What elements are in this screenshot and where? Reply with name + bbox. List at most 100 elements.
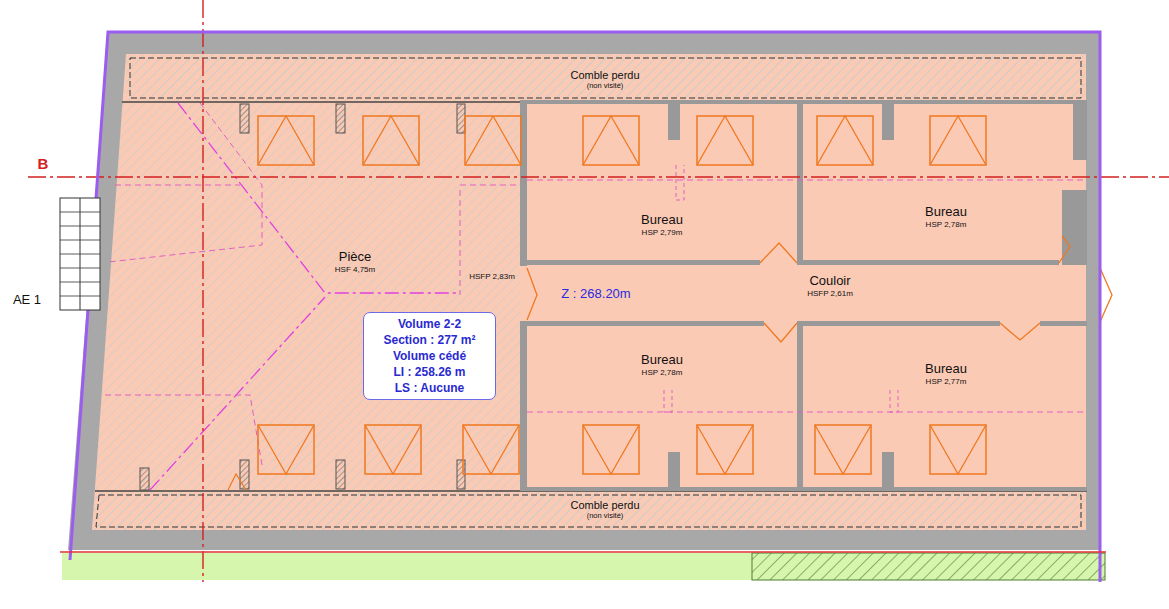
stair: [60, 198, 100, 310]
skylight-window: [463, 425, 519, 474]
room-name: Bureau: [925, 205, 967, 220]
volume-box: Volume 2-2Section : 277 m²Volume cédéLI …: [363, 312, 496, 400]
skylight-triangle: [463, 425, 519, 474]
skylight-window: [817, 116, 873, 165]
room-note: LS : Aucune: [372, 380, 487, 396]
room-note: HSF 4,75m: [335, 265, 375, 274]
skylight-window: [365, 425, 421, 474]
skylight-triangle: [930, 116, 986, 165]
door-leaf: [764, 323, 797, 342]
door-leaf: [1059, 236, 1070, 263]
section-line: [202, 0, 203, 582]
slope-line: [108, 103, 262, 262]
wall-stub: [457, 104, 465, 133]
parcel-line: [60, 551, 1106, 553]
room-hatch: [95, 103, 520, 490]
comble-outline: [130, 58, 1081, 98]
skylight-window: [363, 116, 419, 165]
skylight-triangle: [583, 425, 639, 474]
room-name: Comble perdu: [570, 499, 639, 512]
room-note: (non visité): [587, 82, 624, 91]
wall-stub: [240, 460, 249, 489]
wall-stub: [336, 460, 345, 489]
room-name: Pièce: [339, 250, 372, 265]
skylight-triangle: [815, 425, 871, 474]
room-name: Bureau: [641, 213, 683, 228]
partition-wall: [527, 321, 764, 326]
door-leaf: [1100, 268, 1112, 322]
wall-stub: [336, 104, 345, 133]
comble-hatch: [126, 55, 1085, 101]
skylight-triangle: [258, 425, 314, 474]
partition-wall: [1073, 104, 1087, 160]
slope-line: [664, 390, 672, 412]
room-note: HSFP 2,61m: [807, 289, 853, 298]
partition-wall: [797, 322, 803, 490]
section-line: [28, 176, 1169, 177]
slope-line: [527, 180, 1087, 181]
room-name: Comble perdu: [570, 69, 639, 82]
room-note: Volume cédé: [372, 348, 487, 364]
skylight-frame: [258, 425, 314, 474]
pillar: [882, 104, 894, 140]
door-leaf: [228, 474, 246, 490]
attic-band: Comble perdu(non visité): [100, 494, 1080, 527]
skylight-frame: [363, 116, 419, 165]
door-leaf: [527, 268, 537, 320]
skylight-window: [583, 425, 639, 474]
slope-line: [527, 412, 1087, 413]
slope-line: [105, 395, 262, 465]
room-area: PièceHSF 4,75mVolume 2-2Section : 277 m²…: [95, 104, 520, 490]
door-leaf: [760, 243, 797, 263]
partition-wall: [520, 321, 527, 491]
skylight-window: [258, 116, 314, 165]
skylight-triangle: [697, 425, 753, 474]
partition-wall: [520, 487, 1087, 491]
skylight-frame: [817, 116, 873, 165]
room-note: HSP 2,79m: [642, 228, 683, 237]
skylight-window: [930, 116, 986, 165]
partition-wall: [1040, 321, 1087, 326]
skylight-frame: [697, 116, 753, 165]
skylight-frame: [365, 425, 421, 474]
slope-line: [115, 185, 240, 186]
comble-outline: [96, 495, 1081, 527]
slope-line: [150, 297, 325, 490]
skylight-frame: [583, 425, 639, 474]
skylight-frame: [465, 116, 521, 165]
slope-line: [676, 165, 684, 200]
partition-wall: [797, 321, 1000, 326]
skylight-window: [697, 425, 753, 474]
room-area: BureauHSP 2,78m: [803, 104, 1061, 260]
pillar: [882, 452, 894, 488]
skylight-frame: [258, 116, 314, 165]
partition-wall: [520, 100, 1087, 104]
wall-stub: [240, 104, 249, 133]
skylight-triangle: [697, 116, 753, 165]
room-note: Section : 277 m²: [372, 332, 487, 348]
skylight-triangle: [583, 116, 639, 165]
section-marker: B: [38, 156, 49, 173]
skylight-triangle: [365, 425, 421, 474]
room-note: HSP 2,77m: [926, 377, 967, 386]
slope-line: [890, 390, 898, 412]
hatched-ground: [752, 553, 1105, 580]
skylight-frame: [463, 425, 519, 474]
room-area: BureauHSP 2,77m: [803, 326, 1087, 412]
slope-line: [460, 185, 520, 186]
room-note: LI : 258.26 m: [372, 364, 487, 380]
skylight-window: [930, 425, 986, 474]
height-label: HSFP 2,83m: [469, 273, 515, 282]
partition-wall: [797, 260, 1059, 265]
slope-line: [178, 103, 460, 293]
wall-stub: [140, 468, 149, 490]
skylight-window: [465, 116, 521, 165]
room-note: HSP 2,78m: [926, 220, 967, 229]
room-name: Bureau: [641, 353, 683, 368]
skylight-window: [697, 116, 753, 165]
skylight-window: [583, 116, 639, 165]
skylight-frame: [583, 116, 639, 165]
